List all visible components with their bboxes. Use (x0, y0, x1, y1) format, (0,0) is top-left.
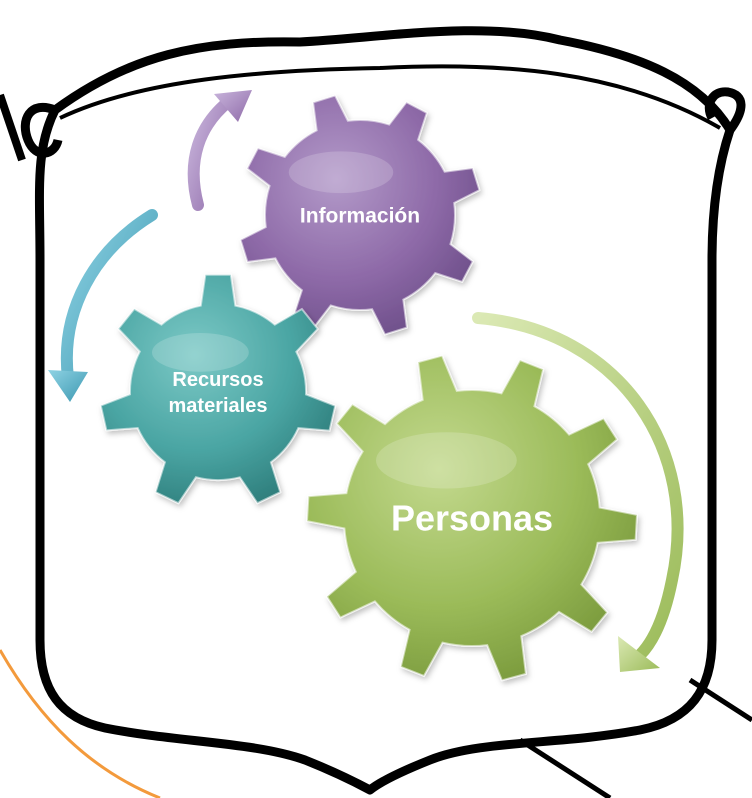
gear-informacion-label-line-0: Información (300, 204, 420, 227)
accent-black-line-left (0, 93, 26, 162)
gear-personas-shape (305, 354, 639, 682)
accent-orange-curve (0, 649, 161, 798)
arrow-teal-body (60, 209, 158, 384)
gear-recursos: Recursos materiales (99, 273, 337, 505)
arrow-green-head (618, 636, 660, 672)
gear-personas-highlight (376, 432, 517, 489)
gear-informacion: Información (239, 94, 481, 336)
gear-personas: Personas (305, 354, 639, 682)
arrow-purple-body (187, 96, 234, 211)
arrow-teal-head (48, 370, 88, 402)
gear-recursos-highlight (152, 333, 249, 372)
frame-top-ribbon (59, 64, 722, 130)
gear-recursos-label-line-1: materiales (169, 395, 268, 417)
gear-recursos-label-line-0: Recursos (172, 369, 263, 391)
gear-personas-label-line-0: Personas (391, 498, 553, 539)
frame-curl-left (20, 102, 63, 158)
accent-black-line-bottom (518, 737, 612, 798)
arrow-purple-head (214, 90, 252, 122)
accent-black-line-right (688, 677, 752, 723)
gear-recursos-shape (99, 273, 337, 505)
shield-frame (34, 26, 735, 795)
gear-informacion-shape (239, 94, 481, 336)
frame-curl-right (704, 87, 746, 133)
gear-informacion-highlight (288, 151, 394, 194)
arrow-green-body (472, 312, 684, 661)
